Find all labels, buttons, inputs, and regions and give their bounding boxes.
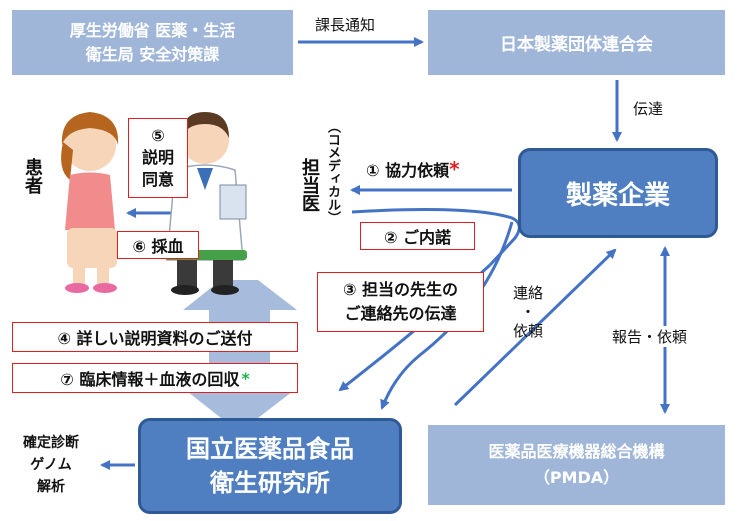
step2-box: ② ご内諾 [360, 222, 475, 250]
pmda-line2: （PMDA） [533, 468, 620, 487]
step4-label: ④ 詳しい説明資料のご送付 [57, 329, 253, 348]
contact-line1: 連絡 [512, 284, 543, 302]
step1-label: ① 協力依頼* [366, 157, 460, 181]
step5-line2: 同意 [141, 170, 174, 189]
step5-line1: 説明 [141, 148, 174, 167]
doctor-sub-label: （コメディカル） [325, 120, 340, 224]
step4-box: ④ 詳しい説明資料のご送付 [12, 322, 298, 352]
nihs-line1: 国立医薬品食品 [186, 435, 354, 463]
notice-label: 課長通知 [315, 16, 376, 34]
mhlw-box: 厚生労働省 医薬・生活 衛生局 安全対策課 [12, 10, 293, 75]
contact-line3: 依頼 [512, 322, 543, 340]
step7-text: ⑦ 臨床情報＋血液の回収 [60, 370, 240, 389]
step3-line1: ③ 担当の先生の [342, 280, 459, 299]
output-line2: ゲノム [30, 457, 72, 473]
step7-star: * [241, 368, 250, 388]
step1-star: * [449, 157, 460, 181]
step7-box: ⑦ 臨床情報＋血液の回収* [12, 363, 298, 393]
step5-box: ⑤ 説明 同意 [128, 118, 188, 198]
federation-box: 日本製薬団体連合会 [428, 10, 725, 75]
step3-line2: ご連絡先の伝達 [344, 304, 457, 323]
nihs-line2: 衛生研究所 [210, 469, 330, 497]
pmda-box: 医薬品医療機器総合機構 （PMDA） [428, 425, 725, 505]
step5-number: ⑤ [151, 126, 165, 145]
report-label: 報告・依頼 [610, 326, 690, 347]
pmda-line1: 医薬品医療機器総合機構 [488, 442, 665, 461]
transmit-label: 伝達 [633, 100, 664, 118]
output-line1: 確定診断 [23, 435, 79, 451]
patient-figure [61, 112, 119, 293]
output-label: 確定診断 ゲノム 解析 [8, 432, 94, 498]
nihs-box: 国立医薬品食品 衛生研究所 [138, 418, 402, 514]
step6-box: ⑥ 採血 [117, 231, 199, 259]
doctor-label: 担当医 [299, 158, 320, 212]
pharma-box: 製薬企業 [518, 148, 718, 238]
doctor-label-group: （コメディカル） 担当医 [298, 120, 348, 260]
step3-box: ③ 担当の先生の ご連絡先の伝達 [317, 272, 484, 332]
arrow-contact-info [380, 221, 514, 410]
pharma-label: 製薬企業 [565, 180, 670, 211]
contact-line2: ・ [520, 303, 536, 321]
contact-label: 連絡 ・ 依頼 [508, 284, 548, 341]
step2-label: ② ご内諾 [383, 228, 452, 247]
patient-label: 患者 [22, 158, 43, 194]
arrow-contact-request [453, 248, 617, 407]
federation-label: 日本製薬団体連合会 [500, 35, 653, 55]
mhlw-line1: 厚生労働省 医薬・生活 [69, 20, 236, 40]
output-line3: 解析 [37, 479, 65, 495]
step1-text: ① 協力依頼 [366, 161, 450, 180]
step6-label: ⑥ 採血 [132, 237, 184, 256]
mhlw-line2: 衛生局 安全対策課 [85, 44, 220, 64]
